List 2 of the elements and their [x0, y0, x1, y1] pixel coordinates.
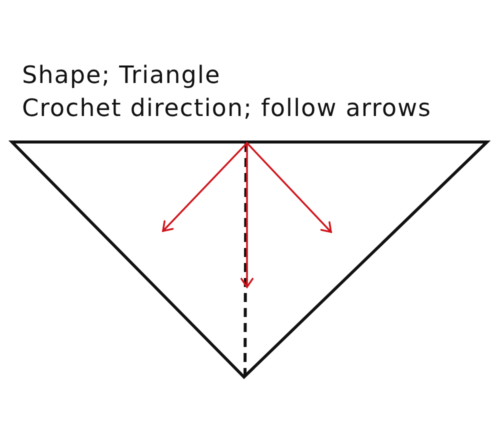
note-text: Shape; Triangle [22, 61, 221, 90]
note-text: Crochet direction; follow arrows [22, 94, 432, 123]
